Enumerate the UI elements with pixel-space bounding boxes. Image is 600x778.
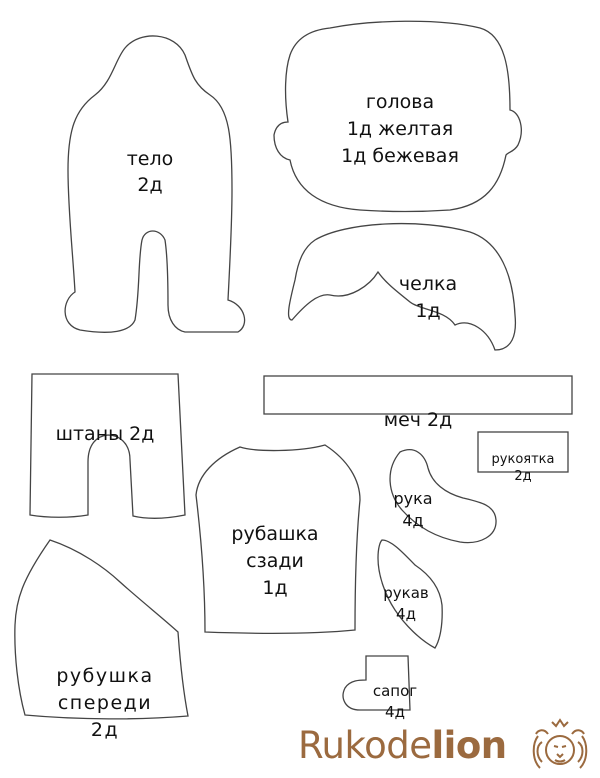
logo: Rukodelion — [298, 716, 598, 776]
sword-piece — [263, 375, 573, 415]
shirt-front-piece — [14, 539, 189, 720]
arm-piece — [389, 449, 497, 544]
lion-face-icon — [532, 718, 588, 769]
pants-piece — [29, 373, 186, 519]
bangs-piece — [287, 222, 517, 351]
sleeve-piece — [377, 539, 443, 649]
boot-piece — [342, 655, 411, 711]
logo-text: Rukodelion — [298, 724, 507, 767]
shirt-back-piece — [195, 444, 361, 634]
handle-piece — [477, 431, 569, 473]
head-piece — [273, 20, 522, 213]
pants-label: штаны 2д — [55, 423, 155, 445]
sword-label: меч 2д — [383, 409, 453, 431]
body-piece — [64, 35, 246, 333]
